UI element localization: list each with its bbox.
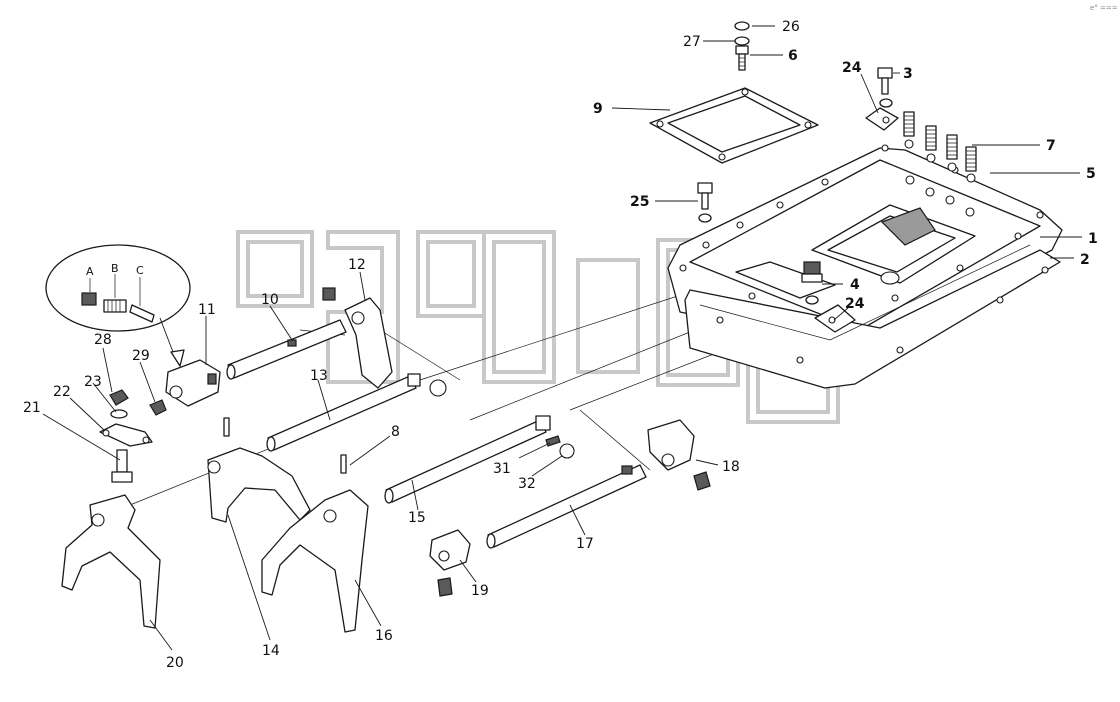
callout-31: 31 <box>493 461 511 477</box>
callout-15: 15 <box>408 510 426 526</box>
callout-24-lower: 24 <box>845 296 865 312</box>
callout-16: 16 <box>375 628 393 644</box>
callout-20: 20 <box>166 655 184 671</box>
callout-9: 9 <box>593 101 603 117</box>
pin-8b <box>340 454 347 474</box>
callout-21: 21 <box>23 400 41 416</box>
shift-rail-13 <box>266 373 447 452</box>
callout-3: 3 <box>903 66 913 82</box>
lock-plate-22 <box>99 423 153 447</box>
shift-fork-14 <box>207 447 311 523</box>
callout-22: 22 <box>53 384 71 400</box>
lock-plate-24-lower <box>814 304 856 333</box>
shift-fork-20 <box>61 494 161 629</box>
pin-31 <box>545 435 561 447</box>
detail-label-a: A <box>86 265 94 278</box>
lower-gasket-2 <box>684 244 1061 389</box>
callout-4: 4 <box>850 277 860 293</box>
washer-23 <box>110 409 128 419</box>
corner-mark: e° === <box>1090 4 1118 12</box>
selector-block-19 <box>429 529 471 597</box>
bolt-21 <box>111 449 133 483</box>
callout-23: 23 <box>84 374 102 390</box>
selector-block-18 <box>647 419 711 491</box>
shift-rail-10 <box>226 319 347 380</box>
callout-27: 27 <box>683 34 701 50</box>
shift-fork-16 <box>261 489 369 633</box>
callout-28: 28 <box>94 332 112 348</box>
callout-19: 19 <box>471 583 489 599</box>
shift-rail-15 <box>384 415 551 504</box>
shift-rail-17 <box>486 464 647 549</box>
leader-lines <box>42 25 1082 651</box>
bolt-3 <box>877 67 893 108</box>
gasket-9 <box>649 87 819 164</box>
detail-inset <box>45 244 191 367</box>
lock-plate-24-top <box>865 107 899 131</box>
ball-32 <box>559 443 575 459</box>
detent-balls-5 <box>904 139 976 183</box>
detail-label-c: C <box>136 264 144 277</box>
bolt-25 <box>697 182 713 223</box>
callout-14: 14 <box>262 643 280 659</box>
callout-6: 6 <box>788 48 798 64</box>
callout-8: 8 <box>391 424 400 440</box>
callout-labels: 1 2 3 4 5 6 7 8 9 10 11 12 13 14 15 16 1… <box>23 4 1118 671</box>
shift-fork-12 <box>322 287 393 389</box>
callout-29: 29 <box>132 348 150 364</box>
callout-13: 13 <box>310 368 328 384</box>
callout-17: 17 <box>576 536 594 552</box>
callout-25: 25 <box>630 194 649 210</box>
plug-4 <box>801 261 823 305</box>
selector-block-11 <box>165 359 221 407</box>
detent-springs-7 <box>903 111 977 172</box>
callout-26: 26 <box>782 19 800 35</box>
screw-29 <box>149 399 167 416</box>
pin-8a <box>223 417 230 437</box>
callout-2: 2 <box>1080 252 1090 268</box>
callout-24-top: 24 <box>842 60 862 76</box>
callout-11: 11 <box>198 302 216 318</box>
callout-10: 10 <box>261 292 279 308</box>
callout-18: 18 <box>722 459 740 475</box>
callout-7: 7 <box>1046 138 1056 154</box>
callout-1: 1 <box>1088 231 1098 247</box>
callout-32: 32 <box>518 476 536 492</box>
callout-5: 5 <box>1086 166 1096 182</box>
nut-28 <box>109 389 129 406</box>
callout-12: 12 <box>348 257 366 273</box>
bolt-6-stack <box>734 21 750 71</box>
detail-label-b: B <box>111 262 119 275</box>
